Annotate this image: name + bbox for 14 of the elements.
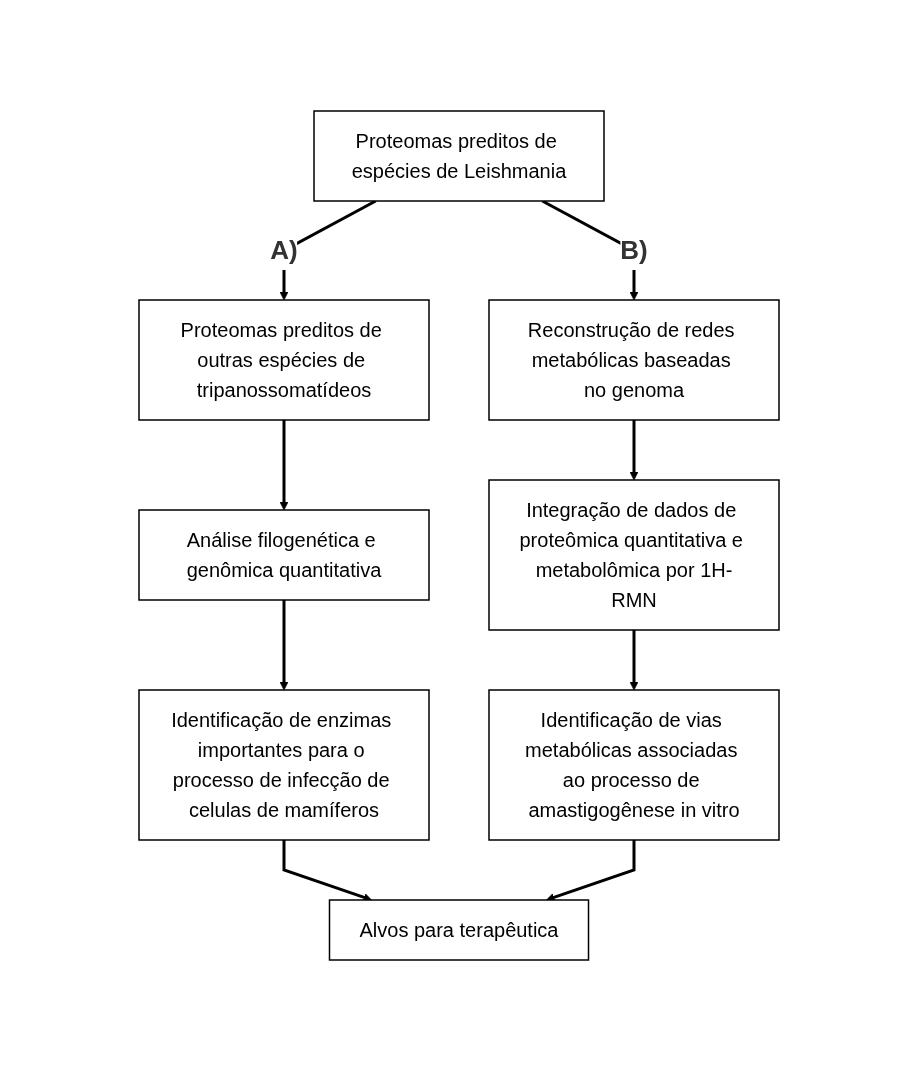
edge-label: A) bbox=[269, 234, 298, 265]
node-box: Integração de dados de proteômica quantitativa e metabolômica por 1H-RMN bbox=[487, 478, 780, 631]
arrow bbox=[279, 419, 288, 510]
arrow bbox=[279, 599, 288, 690]
node-box: Alvos para terapêutica bbox=[328, 898, 589, 961]
arrow bbox=[629, 419, 638, 480]
edge-label: B) bbox=[619, 234, 648, 265]
node-box: Reconstrução de redes metabólicas baseadas no genoma bbox=[487, 298, 780, 421]
arrow bbox=[629, 629, 638, 690]
node-box: Análise filogenética e genômica quantitativa bbox=[137, 508, 430, 601]
node-box: Identificação de vias metabólicas associadas ao processo de amastigogênese in vitro bbox=[487, 688, 780, 841]
node-box: Proteomas preditos de espécies de Leishmania bbox=[312, 109, 605, 202]
node-box: Identificação de enzimas importantes para o processo de infecção de celulas de mamíferos bbox=[137, 688, 430, 841]
node-box: Proteomas preditos de outras espécies de tripanossomatídeos bbox=[137, 298, 430, 421]
